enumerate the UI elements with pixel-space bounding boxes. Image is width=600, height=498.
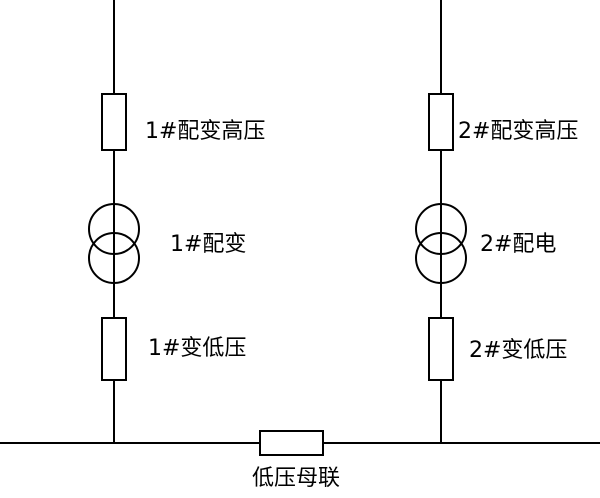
- bus-coupler-label: 低压母联: [252, 466, 340, 491]
- left-hv-label: 1#配变高压: [145, 119, 265, 144]
- left-transformer-secondary-coil: [88, 232, 140, 284]
- left-transformer-primary-coil: [88, 203, 140, 255]
- right-hv-breaker: [428, 93, 454, 151]
- left-hv-breaker: [101, 93, 127, 151]
- bus-coupler-breaker: [259, 430, 324, 456]
- right-transformer-primary-coil: [415, 203, 467, 255]
- left-transformer-label: 1#配变: [170, 232, 246, 257]
- right-transformer-label: 2#配电: [480, 232, 556, 257]
- right-lv-breaker: [428, 317, 454, 381]
- right-lv-label: 2#变低压: [469, 338, 567, 363]
- left-lv-label: 1#变低压: [148, 336, 246, 361]
- left-lv-breaker: [101, 317, 127, 381]
- right-hv-label: 2#配变高压: [458, 119, 578, 144]
- right-transformer-secondary-coil: [415, 232, 467, 284]
